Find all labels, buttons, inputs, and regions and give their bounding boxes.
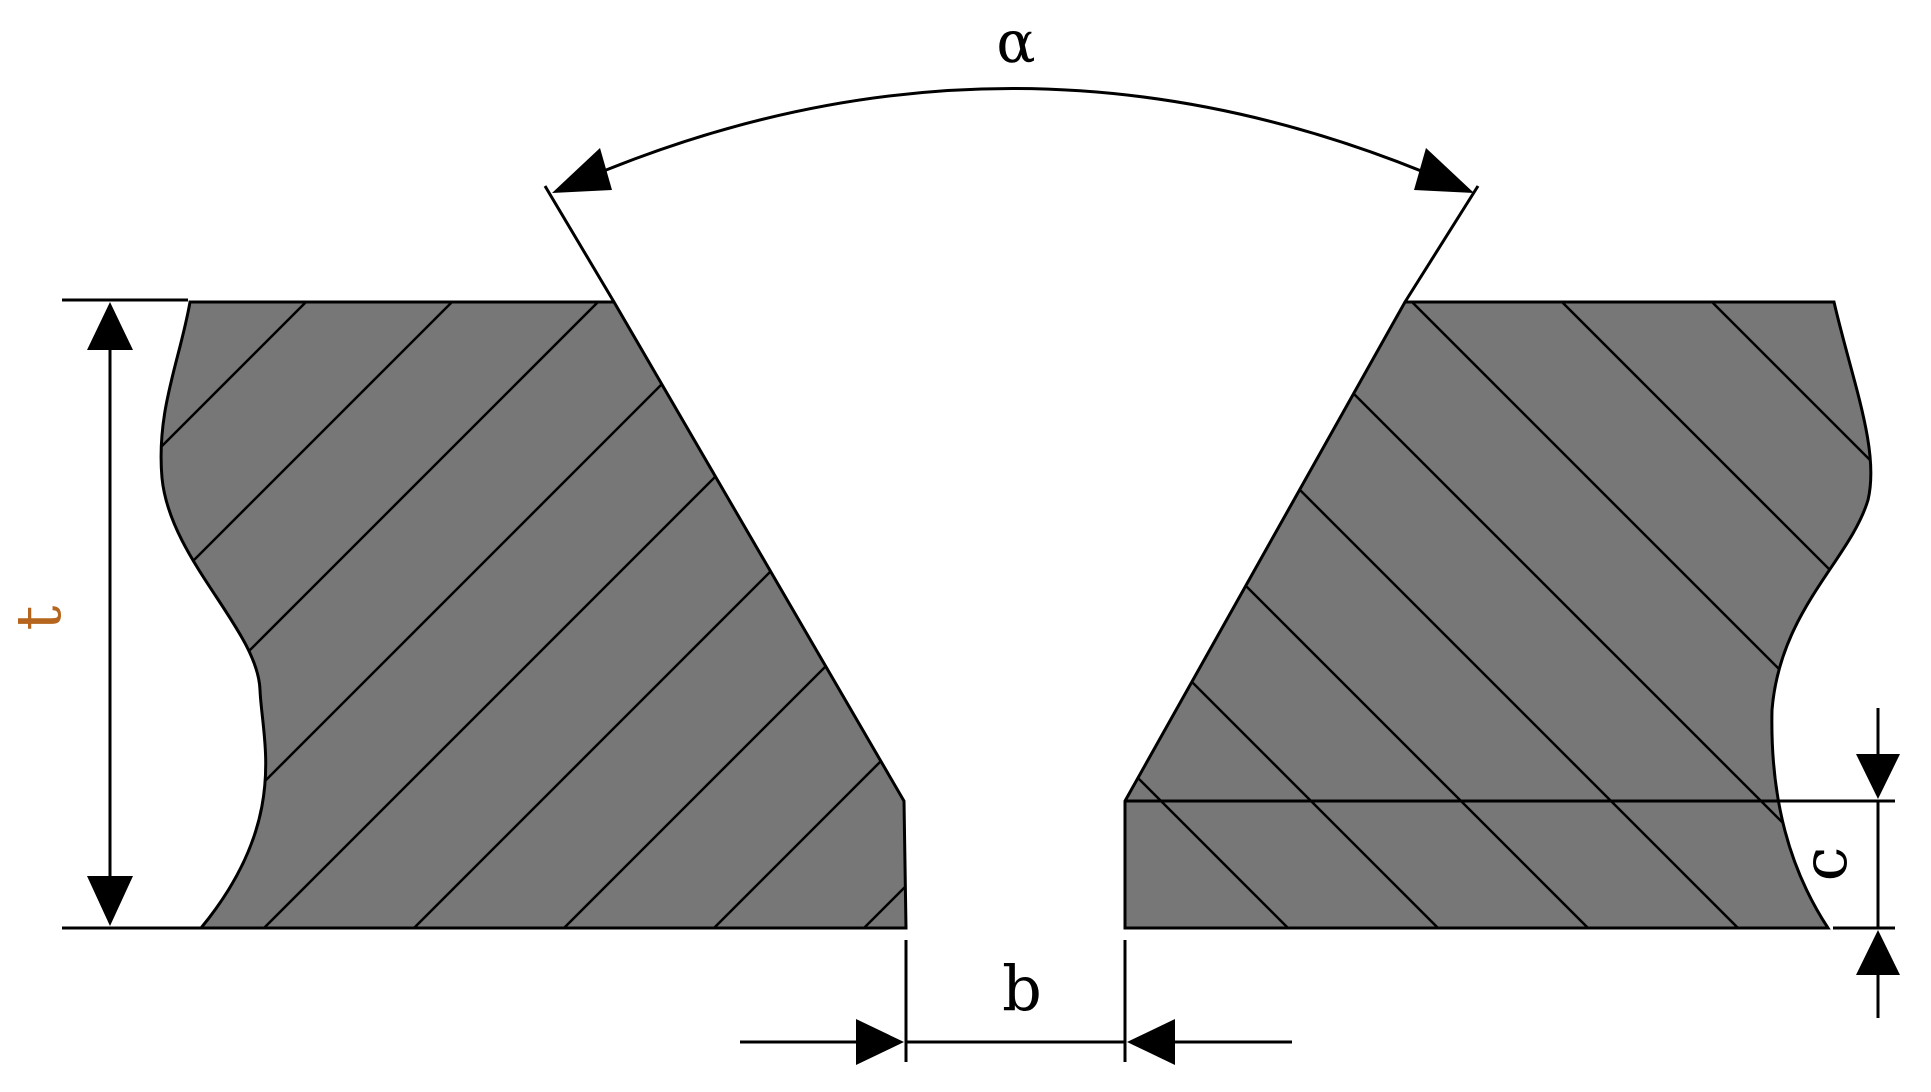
thickness-arrow-bottom bbox=[87, 876, 133, 926]
root-gap-arrow-right bbox=[1127, 1019, 1175, 1065]
root-face-arrow-bottom bbox=[1856, 930, 1900, 975]
root-gap-arrow-left bbox=[856, 1019, 904, 1065]
thickness-arrow-top bbox=[87, 302, 133, 350]
root-face-arrow-top bbox=[1856, 754, 1900, 799]
root-gap-b-label: b bbox=[1002, 952, 1042, 1025]
thickness-t-label: t bbox=[2, 605, 75, 630]
thickness-dimension bbox=[62, 298, 200, 930]
angle-arrow-left bbox=[552, 148, 612, 193]
root-face-dimension bbox=[1833, 708, 1900, 1018]
right-plate bbox=[1123, 300, 1880, 930]
angle-alpha-label: α bbox=[996, 8, 1035, 76]
angle-arc bbox=[574, 87, 1451, 185]
left-plate-body bbox=[159, 300, 908, 930]
angle-arrow-right bbox=[1414, 148, 1474, 193]
root-face-c-label: c bbox=[1788, 847, 1861, 882]
angle-dimension: α bbox=[552, 8, 1474, 193]
groove-extension-lines bbox=[543, 185, 1480, 303]
root-gap-dimension bbox=[740, 940, 1292, 1065]
right-plate-body bbox=[1123, 300, 1873, 930]
